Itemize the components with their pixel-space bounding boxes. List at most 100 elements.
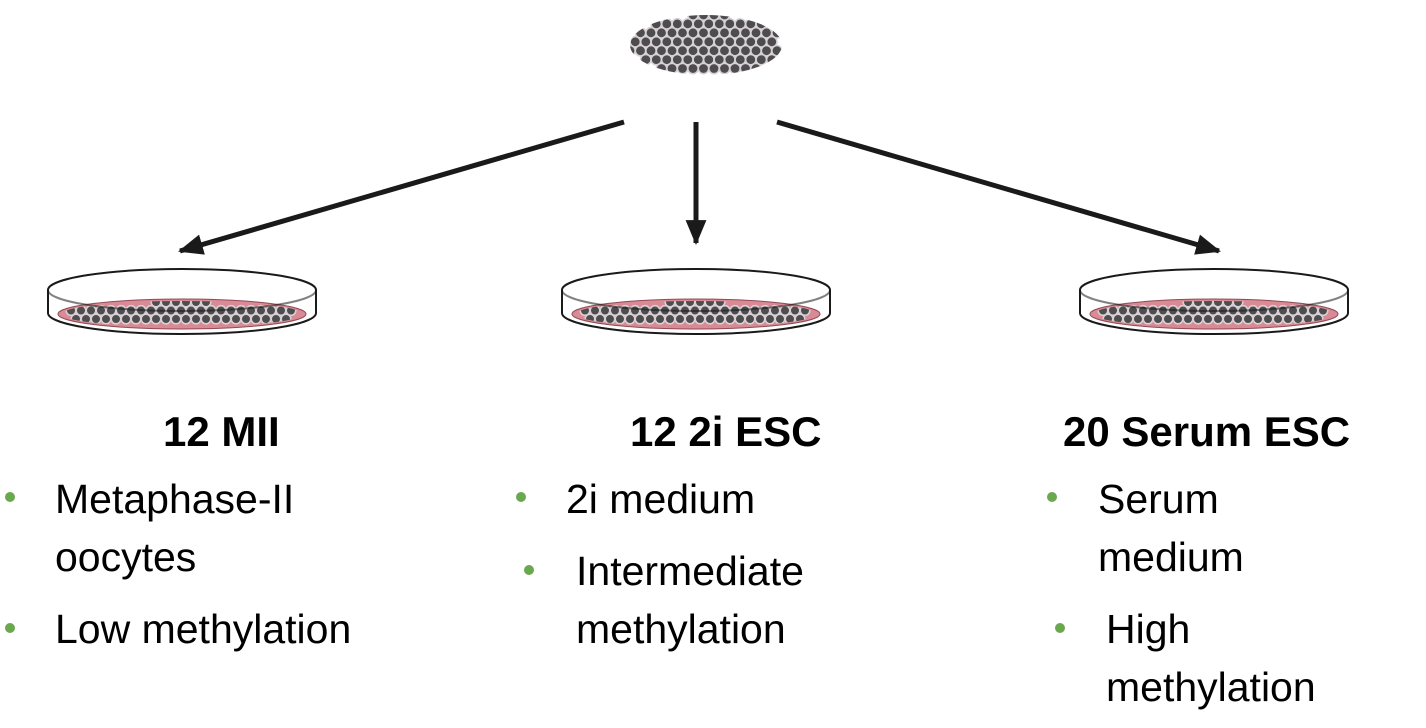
bullet-line: Serum (1098, 476, 1219, 522)
bullet-line: 2i medium (566, 476, 756, 522)
bullet-dot (524, 565, 534, 575)
cell (774, 313, 786, 325)
cell (744, 313, 756, 325)
cell (220, 313, 232, 325)
cell (100, 313, 112, 325)
cell (1292, 313, 1304, 325)
cell (674, 313, 686, 325)
cell (724, 313, 736, 325)
arrows-group (177, 119, 1221, 255)
bullet-line: High (1106, 606, 1191, 652)
cell (665, 62, 678, 75)
cell (765, 35, 778, 48)
bullet-text: Low methylation (55, 600, 351, 658)
cell (634, 313, 646, 325)
cell (1262, 313, 1274, 325)
bullet-line: Intermediate (576, 548, 804, 594)
bullet-line: methylation (576, 606, 786, 652)
cell (180, 313, 192, 325)
cell (704, 313, 716, 325)
bullet-line: methylation (1106, 664, 1316, 710)
cell (1192, 313, 1204, 325)
cell (664, 313, 676, 325)
bullet-line: medium (1098, 534, 1244, 580)
cell (686, 62, 699, 75)
cell (1252, 313, 1264, 325)
cell (655, 62, 668, 75)
column-title-mii: 12 MII (163, 408, 280, 455)
cell (624, 313, 636, 325)
cell (728, 62, 741, 75)
cell (697, 15, 710, 21)
cell (639, 53, 652, 66)
cell (90, 313, 102, 325)
cell (707, 15, 720, 21)
bullet-dot (516, 492, 526, 502)
cell (250, 313, 262, 325)
cell (240, 313, 252, 325)
cell (684, 313, 696, 325)
cell (1212, 313, 1224, 325)
bullet-text: High methylation (1106, 600, 1316, 716)
cell (120, 313, 132, 325)
cell (1152, 313, 1164, 325)
cell (694, 313, 706, 325)
cell (1282, 313, 1294, 325)
cell (686, 15, 699, 21)
cell (718, 62, 731, 75)
bullet-text: Serum medium (1098, 470, 1244, 586)
cell-cluster-icon (630, 15, 782, 75)
cell (1232, 301, 1244, 308)
cell (654, 313, 666, 325)
petri-dish-icon (561, 268, 831, 335)
cell (1142, 313, 1154, 325)
cell (1272, 313, 1284, 325)
cell (1182, 313, 1194, 325)
bullet-dot (5, 623, 15, 633)
arrow-left (177, 119, 625, 255)
cell (604, 313, 616, 325)
cell (1222, 313, 1234, 325)
cell (110, 313, 122, 325)
cell (765, 53, 778, 66)
bullet-text: 2i medium (566, 470, 755, 528)
cell (200, 313, 212, 325)
bullet-text: Intermediate methylation (576, 542, 804, 658)
cell (1132, 313, 1144, 325)
bullet-dot (1047, 492, 1057, 502)
bullet-text: Metaphase-II oocytes (55, 470, 294, 586)
cell (170, 313, 182, 325)
cell (190, 313, 202, 325)
cell (1202, 313, 1214, 325)
cell (734, 313, 746, 325)
cell (718, 15, 731, 21)
cell (1172, 313, 1184, 325)
bullet-dot (5, 492, 15, 502)
cell (160, 313, 172, 325)
cell (1232, 313, 1244, 325)
bullet-line: oocytes (55, 534, 197, 580)
cell (200, 301, 212, 308)
cell (764, 313, 776, 325)
cell (130, 313, 142, 325)
cell (697, 62, 710, 75)
cell (707, 62, 720, 75)
arrow-right (776, 119, 1221, 255)
cell (749, 62, 762, 75)
cell (644, 313, 656, 325)
bullet-line: Low methylation (55, 606, 352, 652)
cell (150, 313, 162, 325)
cell (140, 313, 152, 325)
cell (1122, 313, 1134, 325)
cell (210, 313, 222, 325)
cell (1242, 313, 1254, 325)
column-title-2i-esc: 12 2i ESC (630, 408, 822, 455)
cell (614, 313, 626, 325)
cell (260, 313, 272, 325)
cell (230, 313, 242, 325)
bullet-dot (1055, 623, 1065, 633)
cell (714, 301, 726, 308)
bullet-line: Metaphase-II (55, 476, 295, 522)
cell (739, 62, 752, 75)
